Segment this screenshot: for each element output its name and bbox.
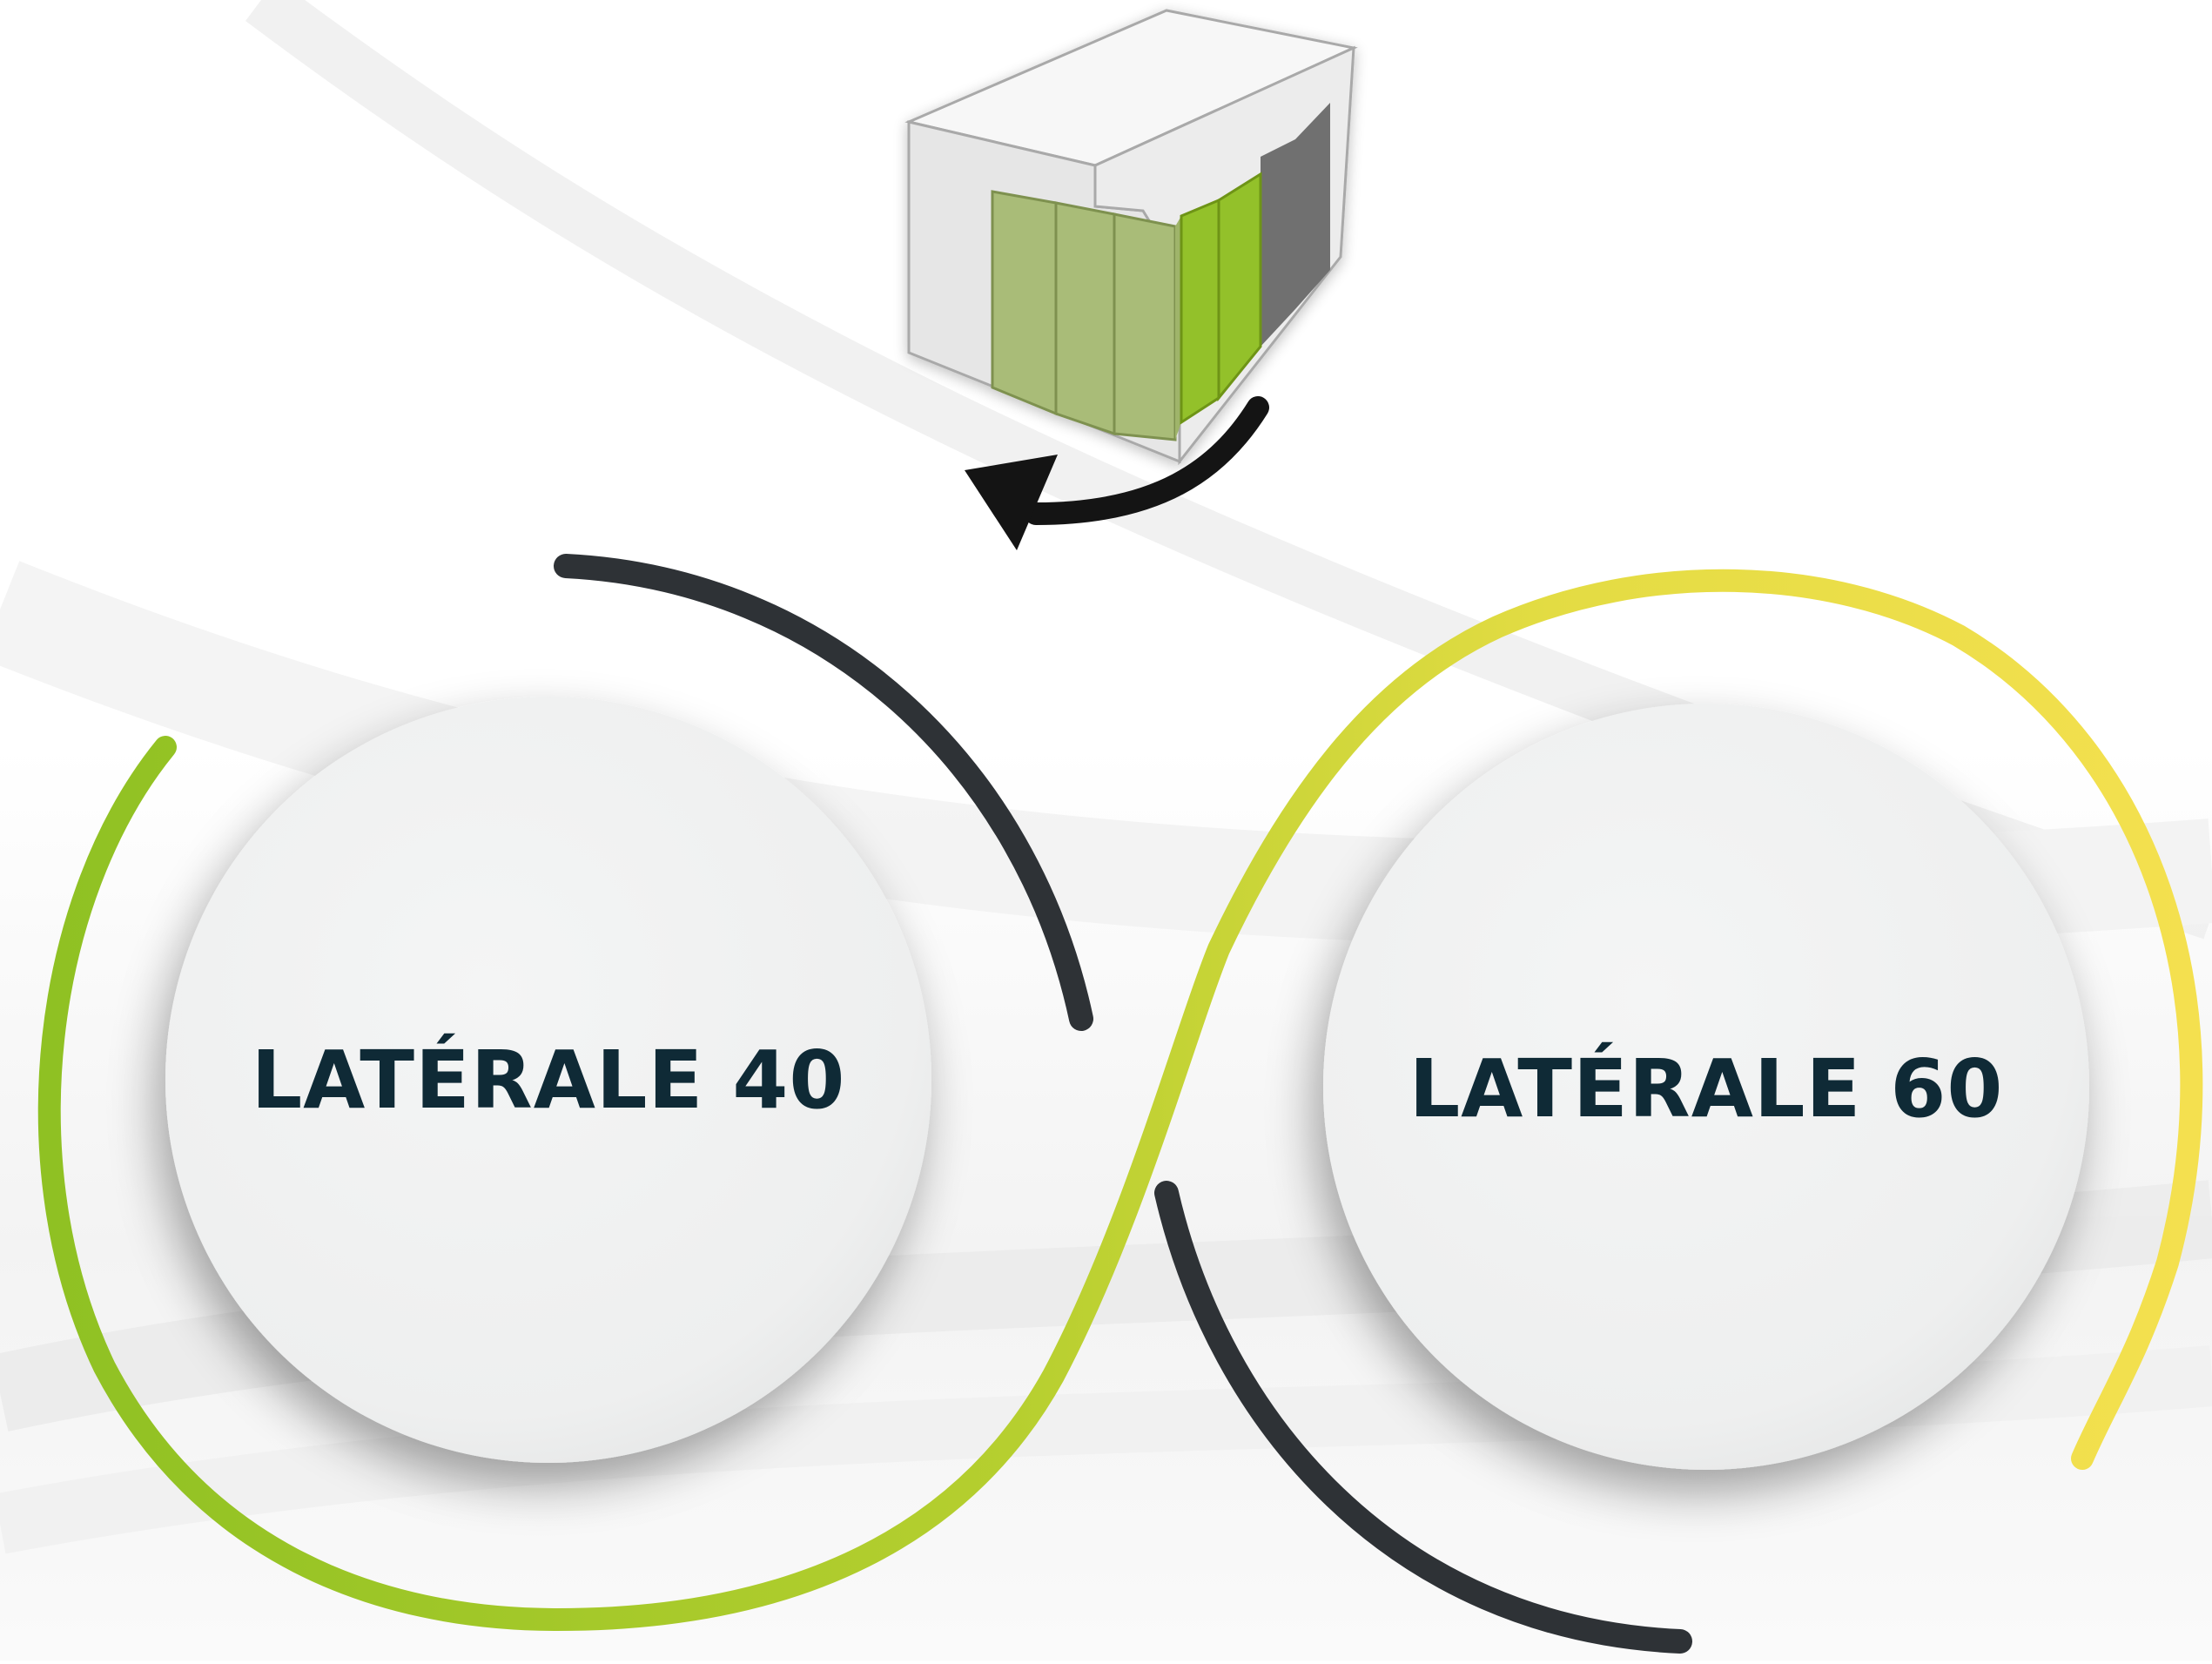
- option-label-laterale-40: LATÉRALE 40: [251, 1034, 846, 1127]
- modular-container-building-icon: [904, 9, 1358, 466]
- option-circle-right: [1323, 704, 2089, 1470]
- option-circle-left: [165, 697, 931, 1463]
- dark-arc-bottom: [1154, 1181, 1692, 1654]
- curved-arrow-left-icon: [965, 396, 1269, 550]
- dark-arc-top: [554, 554, 1093, 1031]
- option-label-laterale-60: LATÉRALE 60: [1409, 1042, 2004, 1135]
- wave-arc-green-yellow: [37, 569, 2203, 1632]
